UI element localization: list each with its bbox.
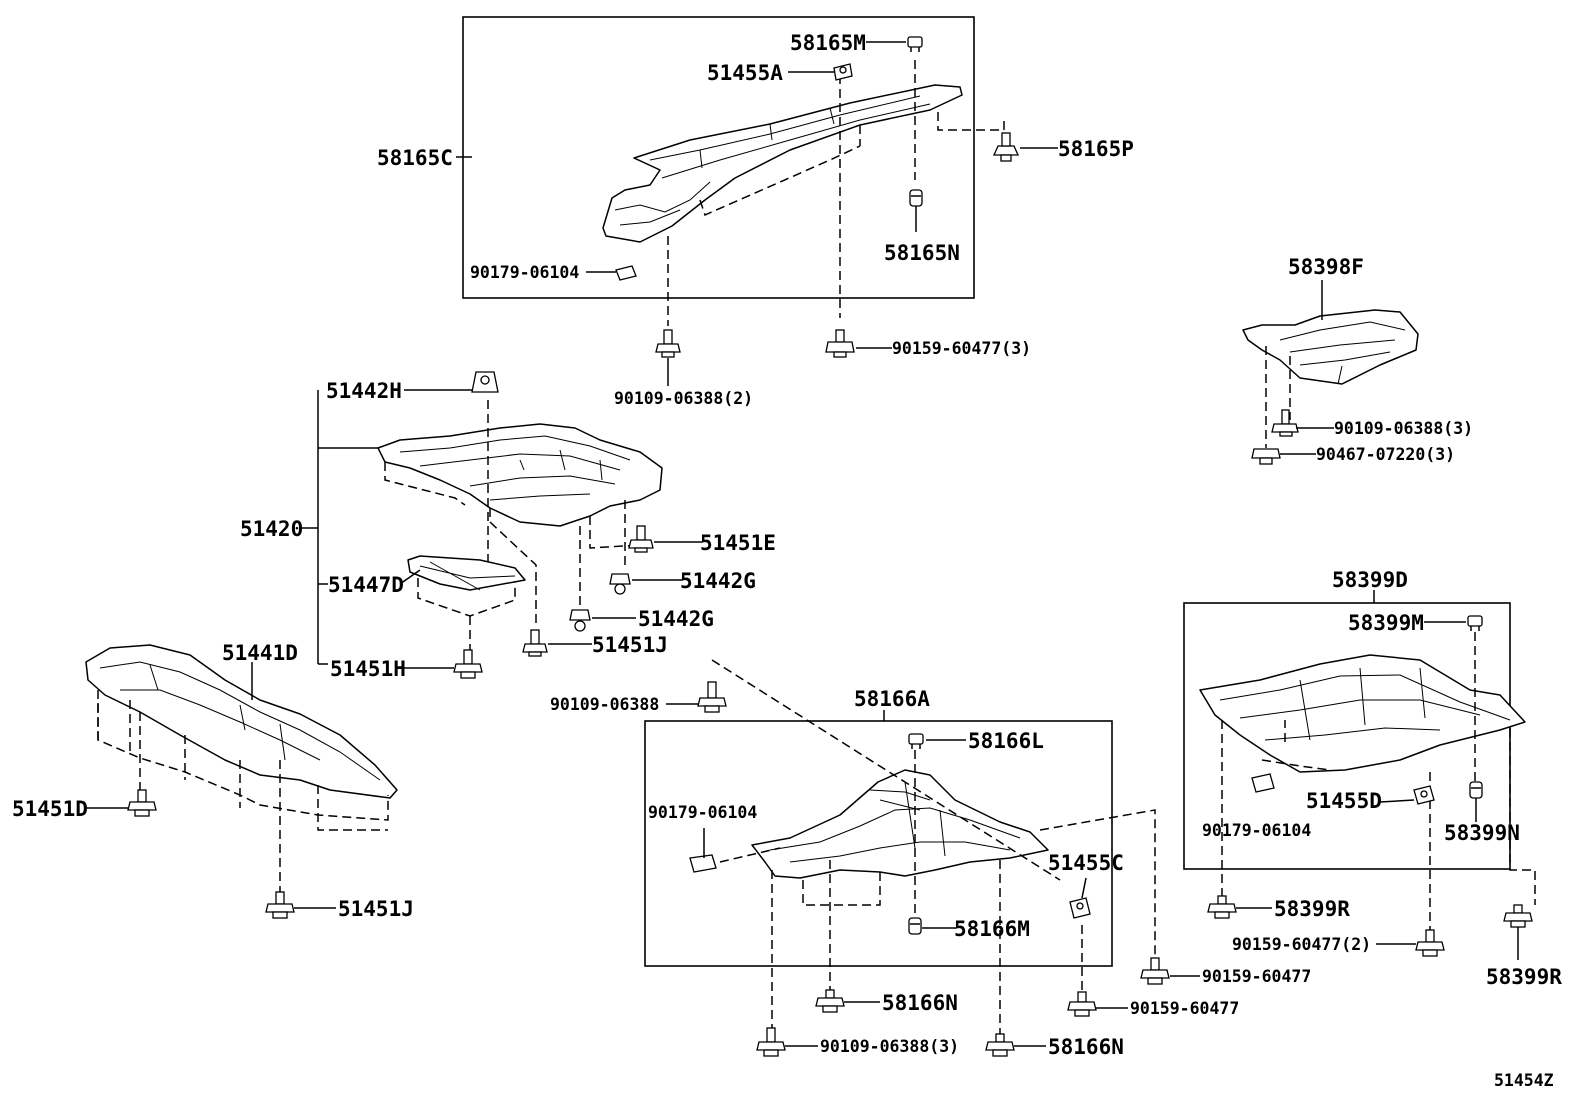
bolt-51451j-b-icon [265, 891, 295, 919]
label-90109-06388: 90109-06388 [550, 695, 659, 714]
label-90159-60477-2: 90159-60477(2) [1232, 935, 1371, 954]
label-90179-06104-b: 90179-06104 [648, 803, 757, 822]
label-90109-06388-3-a: 90109-06388(3) [1334, 419, 1473, 438]
part-58398f-cover [1242, 309, 1419, 385]
label-58399d: 58399D [1332, 568, 1408, 592]
label-90109-06388-3-b: 90109-06388(3) [820, 1037, 959, 1056]
label-58166l: 58166L [968, 729, 1044, 753]
clip-58399n-icon [1469, 781, 1483, 799]
label-51455d: 51455D [1306, 789, 1382, 813]
clip-58165p-icon [992, 132, 1020, 162]
label-58399r-b: 58399R [1486, 965, 1562, 989]
bolt-51451d-icon [127, 789, 157, 817]
label-51451j-a: 51451J [592, 633, 668, 657]
label-51455a: 51455A [707, 61, 783, 85]
clip-58165n-icon [909, 189, 923, 207]
label-51420: 51420 [240, 517, 303, 541]
nut-90467-07220-icon [1251, 448, 1281, 465]
label-51442h: 51442H [326, 379, 402, 403]
label-58399n: 58399N [1444, 821, 1520, 845]
part-51447d-plate [407, 555, 526, 591]
bolt-51451j-a-icon [522, 629, 548, 657]
label-58166n-a: 58166N [882, 991, 958, 1015]
part-58165c-cover [602, 84, 963, 243]
label-58165c: 58165C [377, 146, 453, 170]
bolt-90109-06388-icon [655, 329, 681, 358]
clip-58399r-b-icon [1503, 904, 1533, 928]
label-90159-60477-3-a: 90159-60477(3) [892, 339, 1031, 358]
bolt-51451e-icon [628, 525, 654, 553]
label-51451e: 51451E [700, 531, 776, 555]
part-labels: 58165M 51455A 58165C 58165P 58165N 90179… [12, 31, 1562, 1090]
label-51442g-a: 51442G [680, 569, 756, 593]
label-58165n: 58165N [884, 241, 960, 265]
nut-90179-06104-icon [615, 265, 637, 281]
label-58399r-a: 58399R [1274, 897, 1350, 921]
label-58165m: 58165M [790, 31, 866, 55]
drawing-number: 51454Z [1494, 1071, 1554, 1090]
clip-51442g-a-icon [609, 573, 631, 595]
label-58166a: 58166A [854, 687, 930, 711]
clip-58166n-a-icon [815, 989, 845, 1013]
nut-90179-06104-c-icon [1251, 773, 1275, 793]
bolt-90109-06388-b-icon [697, 681, 727, 713]
clip-58399r-a-icon [1207, 895, 1237, 919]
group-box-58166a [644, 720, 1113, 967]
fasteners [127, 36, 1533, 1057]
label-58398f: 58398F [1288, 255, 1364, 279]
clip-51442h-icon [471, 371, 499, 393]
bolt-90159-60477-a-icon [1140, 957, 1170, 985]
label-58165p: 58165P [1058, 137, 1134, 161]
clip-58166l-icon [908, 733, 924, 749]
label-51442g-b: 51442G [638, 607, 714, 631]
label-90159-60477-b: 90159-60477 [1130, 999, 1239, 1018]
bolt-90109-06388-3-b-icon [756, 1027, 786, 1057]
label-58166m: 58166M [954, 917, 1030, 941]
label-90179-06104-c: 90179-06104 [1202, 821, 1311, 840]
label-51451d: 51451D [12, 797, 88, 821]
label-51455c: 51455C [1048, 851, 1124, 875]
part-51420-cover [377, 423, 663, 527]
label-51447d: 51447D [328, 573, 404, 597]
clip-58166n-b-icon [985, 1033, 1015, 1057]
bolt-90159-60477-icon [825, 329, 855, 358]
bolt-90109-06388-3-icon [1271, 409, 1299, 437]
label-51451j-b: 51451J [338, 897, 414, 921]
clip-51455c-icon [1069, 897, 1091, 919]
label-58399m: 58399M [1348, 611, 1424, 635]
label-51451h: 51451H [330, 657, 406, 681]
label-90109-06388-2: 90109-06388(2) [614, 389, 753, 408]
clip-58166m-icon [908, 917, 922, 935]
part-58166a-cover [751, 769, 1049, 879]
bolt-90159-60477-2-icon [1415, 929, 1445, 957]
clip-58399m-icon [1467, 615, 1483, 631]
part-51441d-cover [85, 644, 398, 799]
part-58399d-cover [1199, 654, 1526, 773]
label-51441d: 51441D [222, 641, 298, 665]
leader-lines [84, 41, 1519, 1047]
bolt-90159-60477-b-icon [1067, 991, 1097, 1017]
label-90467-07220-3: 90467-07220(3) [1316, 445, 1455, 464]
label-58166n-b: 58166N [1048, 1035, 1124, 1059]
nut-90179-06104-b-icon [689, 854, 717, 873]
clip-58165m-icon [907, 36, 923, 52]
bolt-51451h-icon [453, 649, 483, 679]
clip-51455d-icon [1413, 785, 1435, 805]
label-90179-06104-a: 90179-06104 [470, 263, 579, 282]
clip-51455a-icon [833, 63, 853, 81]
label-90159-60477-a: 90159-60477 [1202, 967, 1311, 986]
clip-51442g-b-icon [569, 609, 591, 632]
